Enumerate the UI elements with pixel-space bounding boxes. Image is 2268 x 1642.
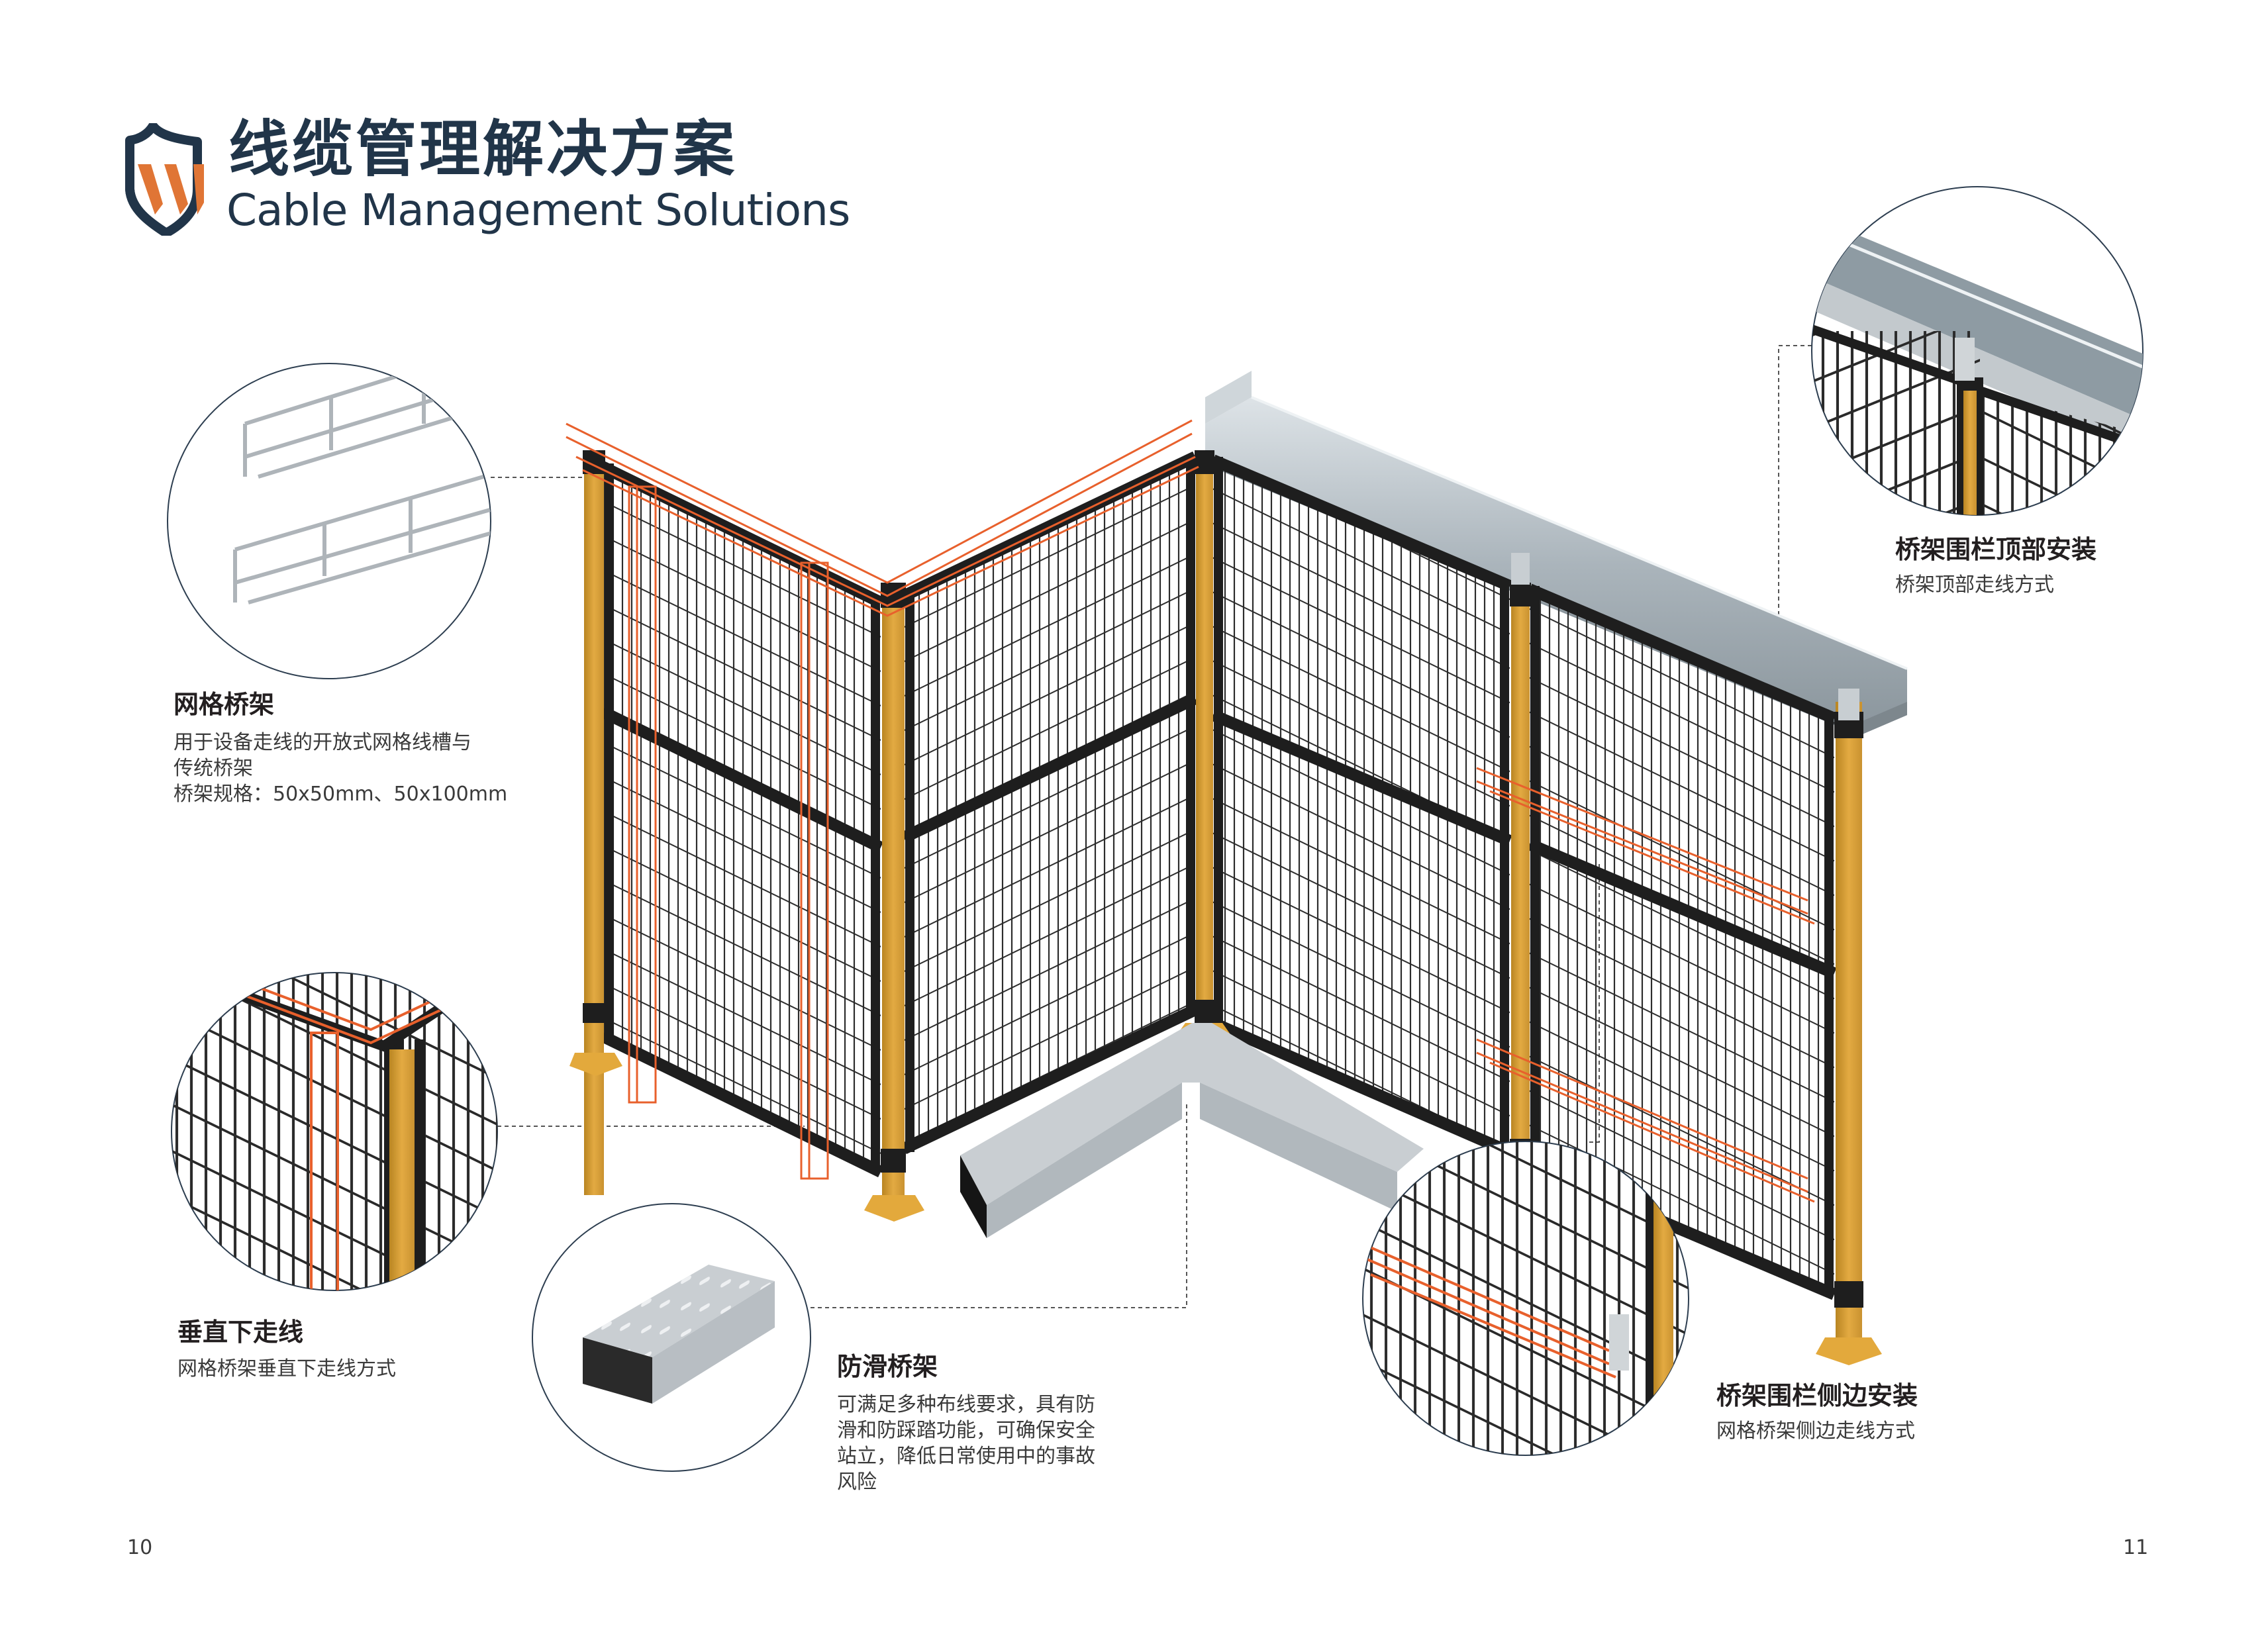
leader-line-anti-slip (811, 1102, 1187, 1308)
post-a-base (569, 1053, 622, 1076)
caption-top-mount: 桥架围栏顶部安装 桥架顶部走线方式 (1895, 535, 2096, 598)
caption-title: 桥架围栏顶部安装 (1895, 535, 2097, 564)
inset-side-mount (1362, 1141, 1689, 1456)
page-number-right: 11 (2123, 1536, 2149, 1559)
inset-vertical-down (171, 972, 498, 1291)
desc-line: 可满足多种布线要求，具有防 (837, 1392, 1095, 1416)
fence-posts (569, 450, 1882, 1365)
post-b (882, 586, 905, 1205)
desc-line: 风险 (837, 1470, 877, 1494)
inset-wire-mesh-tray (167, 363, 491, 679)
orange-wire-tray-vertical (628, 485, 829, 1180)
caption-desc: 网格桥架垂直下走线方式 (177, 1356, 396, 1382)
fence-panel-middle (901, 451, 1198, 1155)
caption-title: 桥架围栏侧边安装 (1716, 1381, 1918, 1410)
caption-title: 垂直下走线 (177, 1318, 304, 1347)
caption-desc: 可满足多种布线要求，具有防 滑和防踩踏功能，可确保安全 站立，降低日常使用中的事… (837, 1392, 1095, 1495)
caption-desc: 桥架顶部走线方式 (1895, 572, 2096, 598)
page-title: 线缆管理解决方案 (228, 114, 738, 185)
desc-line: 用于设备走线的开放式网格线槽与 (173, 730, 471, 754)
caption-wire-mesh-tray: 网格桥架 用于设备走线的开放式网格线槽与 传统桥架 桥架规格：50x50mm、5… (173, 690, 507, 807)
caption-desc: 网格桥架侧边走线方式 (1716, 1418, 1918, 1444)
desc-line: 网格桥架侧边走线方式 (1716, 1419, 1915, 1443)
fence-panel-left (600, 461, 883, 1178)
caption-desc: 用于设备走线的开放式网格线槽与 传统桥架 桥架规格：50x50mm、50x100… (173, 730, 507, 807)
page-number-left: 10 (127, 1536, 153, 1559)
desc-line: 网格桥架垂直下走线方式 (177, 1357, 396, 1380)
orange-wire-tray-top (566, 419, 1199, 617)
orange-wire-tray-side (1476, 767, 1815, 1203)
leader-line-top-mount (1778, 345, 1812, 644)
desc-line: 传统桥架 (173, 756, 253, 780)
inset-top-mount (1811, 186, 2144, 516)
caption-title: 网格桥架 (173, 690, 275, 719)
caption-anti-slip-tray: 防滑桥架 可满足多种布线要求，具有防 滑和防踩踏功能，可确保安全 站立，降低日常… (837, 1352, 1095, 1495)
anti-slip-floor-tray (960, 1023, 1424, 1238)
caption-side-mount: 桥架围栏侧边安装 网格桥架侧边走线方式 (1716, 1381, 1918, 1444)
post-d (1511, 556, 1530, 1155)
fence-panel-right-2 (1527, 583, 1837, 1300)
shield-w-logo-icon (125, 123, 204, 236)
desc-line: 滑和防踩踏功能，可确保安全 (837, 1418, 1095, 1442)
post-b-base (864, 1195, 924, 1222)
post-e-base (1816, 1337, 1882, 1365)
post-c (1196, 454, 1213, 1023)
caption-title: 防滑桥架 (837, 1352, 938, 1381)
inset-anti-slip-tray (532, 1203, 811, 1472)
caption-vertical-down: 垂直下走线 网格桥架垂直下走线方式 (177, 1318, 396, 1382)
desc-line: 桥架顶部走线方式 (1895, 573, 2054, 597)
post-e (1836, 702, 1862, 1347)
desc-line: 站立，降低日常使用中的事故 (837, 1444, 1095, 1468)
page-subtitle: Cable Management Solutions (226, 185, 850, 236)
fence-panel-right-1 (1210, 454, 1512, 1158)
desc-line: 桥架规格：50x50mm、50x100mm (173, 782, 508, 806)
post-a (584, 454, 604, 1195)
